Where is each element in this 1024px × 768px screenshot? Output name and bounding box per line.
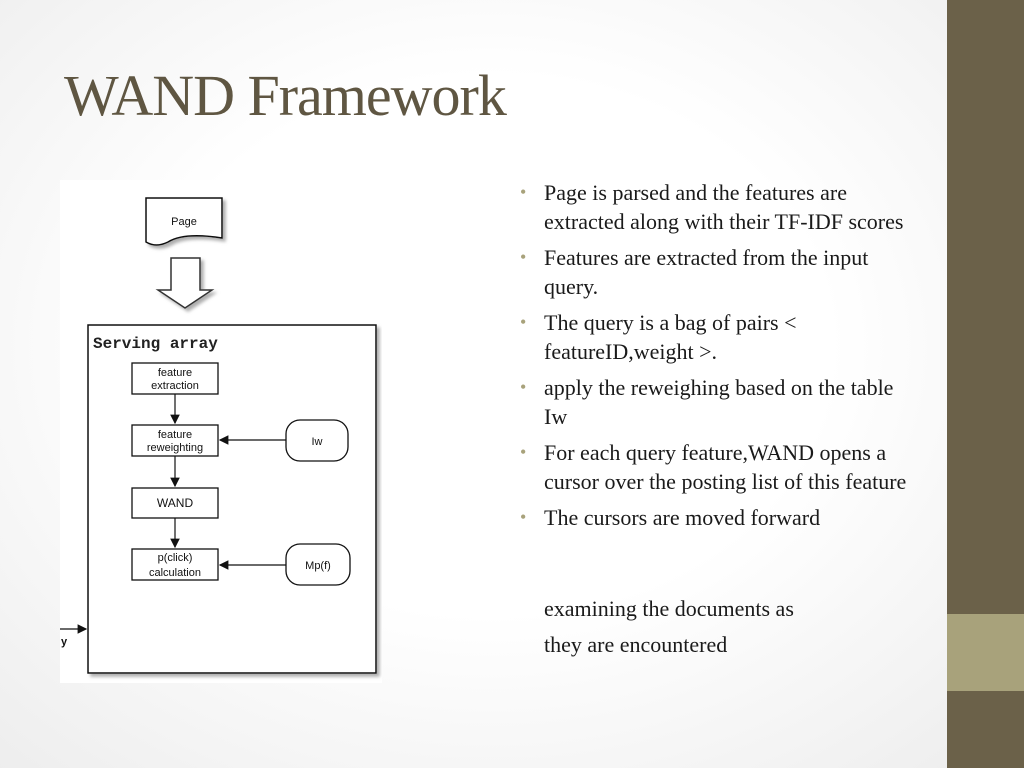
left-edge-label: y bbox=[61, 636, 68, 648]
bullet-item: • Page is parsed and the features are ext… bbox=[520, 178, 920, 236]
continuation-line: they are encountered bbox=[544, 632, 728, 657]
page-label: Page bbox=[171, 216, 197, 228]
bullet-item: • Features are extracted from the input q… bbox=[520, 243, 920, 301]
mpf-label: Mp(f) bbox=[305, 560, 331, 572]
bullet-dot-icon: • bbox=[520, 507, 527, 527]
iw-label: Iw bbox=[312, 436, 323, 448]
continuation-line: examining the documents as bbox=[544, 596, 794, 621]
feature-reweighting-box bbox=[131, 424, 219, 457]
bullet-item: • The query is a bag of pairs < featureID… bbox=[520, 308, 920, 366]
bullet-text: For each query feature,WAND opens a curs… bbox=[544, 440, 907, 494]
bullet-text: Page is parsed and the features are extr… bbox=[544, 180, 904, 234]
bullet-text: The cursors are moved forward bbox=[544, 505, 821, 530]
serving-array-label: Serving array bbox=[93, 335, 218, 353]
bullet-dot-icon: • bbox=[520, 182, 527, 202]
slide-title: WAND Framework bbox=[64, 63, 507, 128]
bullet-list: • Page is parsed and the features are ext… bbox=[520, 178, 920, 539]
pclick-line1: p(click) bbox=[158, 552, 193, 564]
feature-reweighting-line1: feature bbox=[158, 429, 192, 441]
pclick-line2: calculation bbox=[149, 567, 201, 579]
pclick-calculation-box bbox=[131, 548, 219, 581]
sidebar-accent-block bbox=[947, 614, 1024, 691]
bullet-dot-icon: • bbox=[520, 442, 527, 462]
wand-box-label: WAND bbox=[157, 496, 194, 510]
block-down-arrow bbox=[155, 257, 215, 309]
feature-extraction-line1: feature bbox=[158, 367, 192, 379]
serving-array-container bbox=[87, 324, 377, 674]
bullet-text: The query is a bag of pairs < featureID,… bbox=[544, 310, 797, 364]
bullet-dot-icon: • bbox=[520, 377, 527, 397]
bullet-dot-icon: • bbox=[520, 247, 527, 267]
wand-diagram: Page Serving array feature extraction fe… bbox=[60, 180, 382, 683]
bullet-item: • The cursors are moved forward bbox=[520, 503, 920, 532]
feature-extraction-line2: extraction bbox=[151, 380, 199, 392]
feature-reweighting-line2: reweighting bbox=[147, 442, 203, 454]
bullet-dot-icon: • bbox=[520, 312, 527, 332]
bullet-text: apply the reweighing based on the table … bbox=[544, 375, 894, 429]
bullet-text: Features are extracted from the input qu… bbox=[544, 245, 869, 299]
bullet-item: • For each query feature,WAND opens a cur… bbox=[520, 438, 920, 496]
bullet-item: • apply the reweighing based on the table… bbox=[520, 373, 920, 431]
page-document-shape bbox=[145, 197, 223, 246]
